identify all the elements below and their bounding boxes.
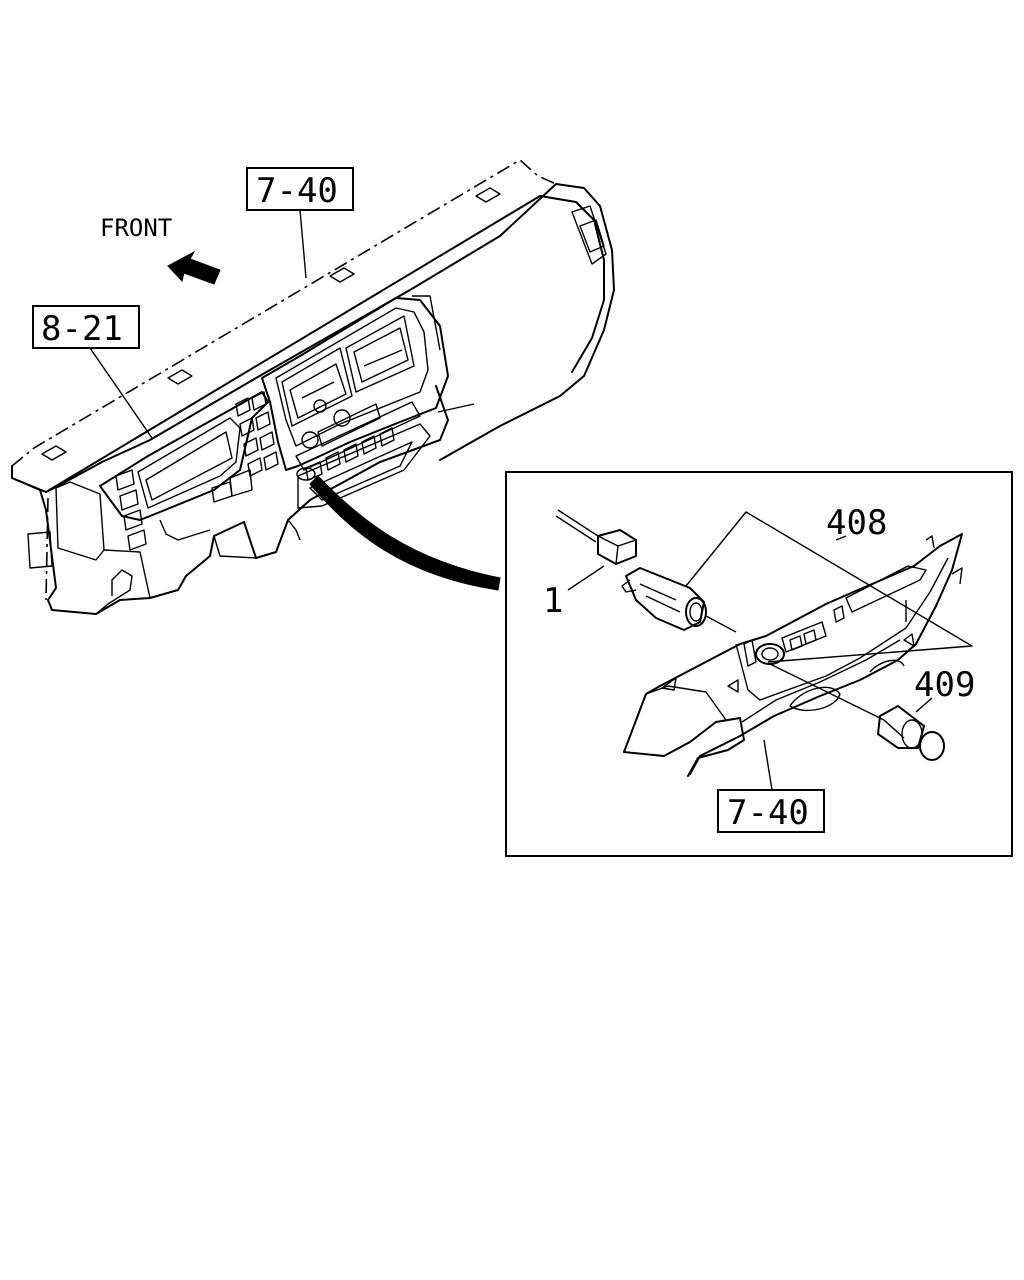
instrument-panel-drawing bbox=[11, 159, 615, 615]
reference-box-left: 8-21 bbox=[32, 305, 153, 439]
reference-box-inset: 7-40 bbox=[717, 789, 825, 833]
cigar-lighter-socket bbox=[621, 567, 737, 633]
center-trim-panel bbox=[623, 533, 963, 777]
reference-label-top: 7-40 bbox=[256, 171, 338, 211]
reference-label-inset: 7-40 bbox=[727, 793, 809, 833]
detail-inset-frame bbox=[505, 471, 1013, 857]
front-direction-label: FRONT bbox=[100, 214, 172, 242]
callout-part-409: 409 bbox=[914, 665, 975, 705]
reference-label-left: 8-21 bbox=[41, 309, 123, 349]
callout-part-408: 408 bbox=[826, 503, 887, 543]
wire-connector bbox=[555, 509, 637, 565]
callout-part-1: 1 bbox=[543, 581, 563, 621]
cigar-lighter-knob bbox=[769, 663, 945, 761]
detail-leader-curve bbox=[309, 475, 501, 591]
arrow-left-icon bbox=[167, 250, 221, 285]
reference-box-top: 7-40 bbox=[246, 167, 354, 279]
